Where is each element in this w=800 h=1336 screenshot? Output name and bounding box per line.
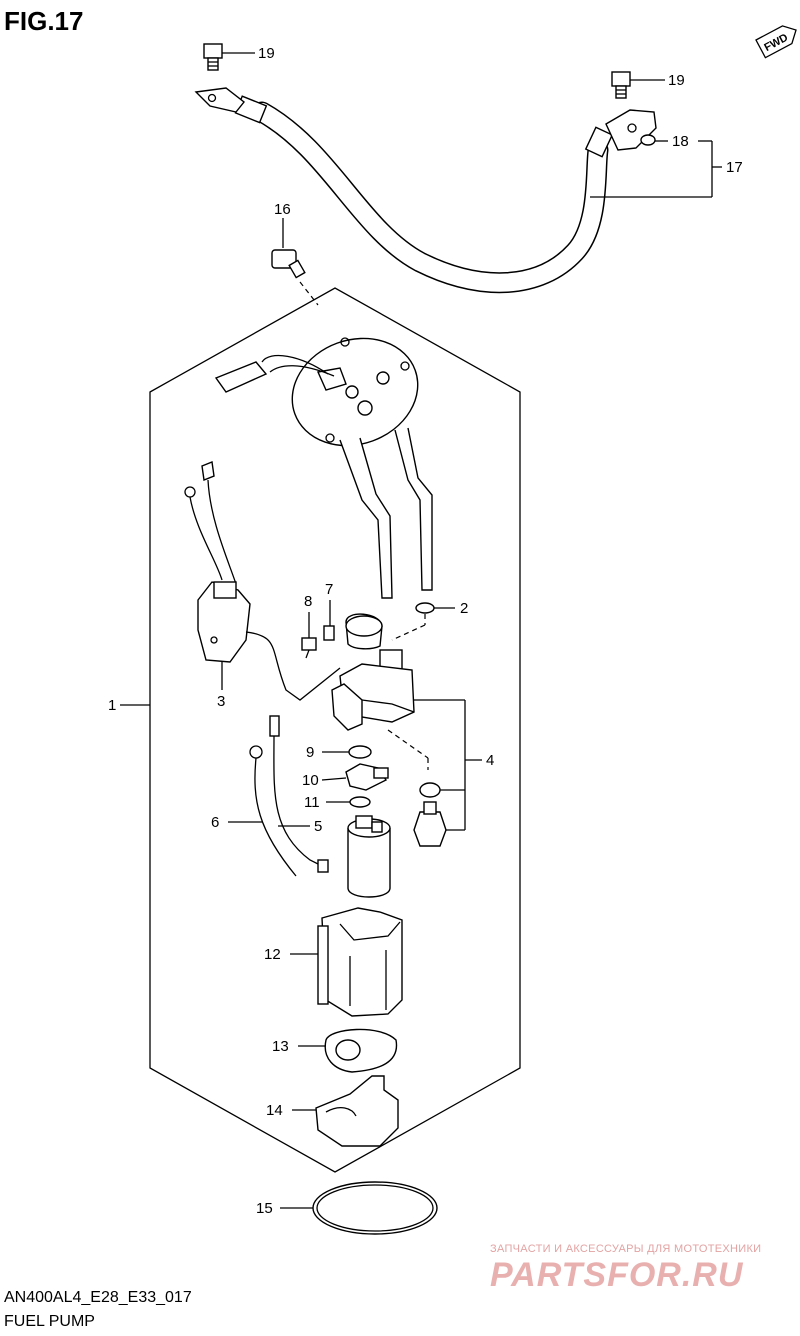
- watermark-tagline: ЗАПЧАСТИ И АКСЕССУАРЫ ДЛЯ МОТОТЕХНИКИ: [490, 1243, 761, 1255]
- watermark-logo: PARTSFOR.RU: [490, 1256, 744, 1294]
- fwd-arrow-icon: FWD: [755, 25, 797, 59]
- fuel-pump-motor-5: [347, 815, 391, 898]
- pressure-regulator-4: [413, 801, 447, 847]
- callout-16: 16: [274, 201, 291, 218]
- callout-11: 11: [304, 794, 320, 811]
- figure-code: AN400AL4_E28_E33_017: [4, 1289, 192, 1306]
- strainer-13: [324, 1028, 398, 1073]
- callout-4: 4: [486, 752, 494, 769]
- callout-labels: 19 19 18 17 16 1 2 3 4 5 6 7 8 9 10 11 1…: [108, 45, 743, 1217]
- callout-15: 15: [256, 1200, 273, 1217]
- hose-clamp-right: [584, 126, 614, 158]
- screw-8: [301, 637, 317, 659]
- o-ring-11: [349, 796, 371, 808]
- callout-7: 7: [325, 581, 333, 598]
- callout-1: 1: [108, 697, 116, 714]
- bolt-19-left: [203, 43, 223, 71]
- bracket-14: [315, 1075, 399, 1147]
- callout-14: 14: [266, 1102, 283, 1119]
- callout-8: 8: [304, 593, 312, 610]
- wire-sleeve: [214, 361, 268, 393]
- o-ring-4: [419, 782, 441, 798]
- wire-connector-3: [184, 461, 341, 701]
- o-ring-9: [348, 745, 372, 759]
- hose-bracket-left: [194, 87, 245, 113]
- callout-10: 10: [302, 772, 319, 789]
- figure-name: FUEL PUMP: [4, 1313, 95, 1330]
- washer-18: [640, 134, 656, 146]
- callout-19-right: 19: [668, 72, 685, 89]
- callout-3: 3: [217, 693, 225, 710]
- callout-12: 12: [264, 946, 281, 963]
- pump-fitting-10: [345, 763, 389, 791]
- bracket-7: [323, 625, 335, 641]
- pump-filter-12: [317, 907, 403, 1017]
- fuel-hose-assembly: [194, 87, 657, 294]
- pump-flange-plate: [214, 337, 433, 599]
- callout-9: 9: [306, 744, 314, 761]
- callout-5: 5: [314, 818, 322, 835]
- watermark: ЗАПЧАСТИ И АКСЕССУАРЫ ДЛЯ МОТОТЕХНИКИ PA…: [490, 1243, 761, 1294]
- bolt-19-right: [611, 71, 631, 99]
- callout-13: 13: [272, 1038, 289, 1055]
- fuel-filter-cup: [345, 613, 383, 650]
- callout-6: 6: [211, 814, 219, 831]
- callout-19-left: 19: [258, 45, 275, 62]
- bolt-16: [271, 249, 306, 279]
- callout-2: 2: [460, 600, 468, 617]
- gasket-2: [415, 602, 435, 614]
- figure-title: FIG.17: [4, 6, 83, 36]
- seal-ring-15: [312, 1181, 438, 1235]
- wire-harness-6: [249, 715, 329, 877]
- pump-housing-upper: [331, 649, 415, 731]
- callout-18: 18: [672, 133, 689, 150]
- callout-17: 17: [726, 159, 743, 176]
- kit-outline: [149, 287, 521, 1173]
- leader-lines: [120, 52, 722, 1209]
